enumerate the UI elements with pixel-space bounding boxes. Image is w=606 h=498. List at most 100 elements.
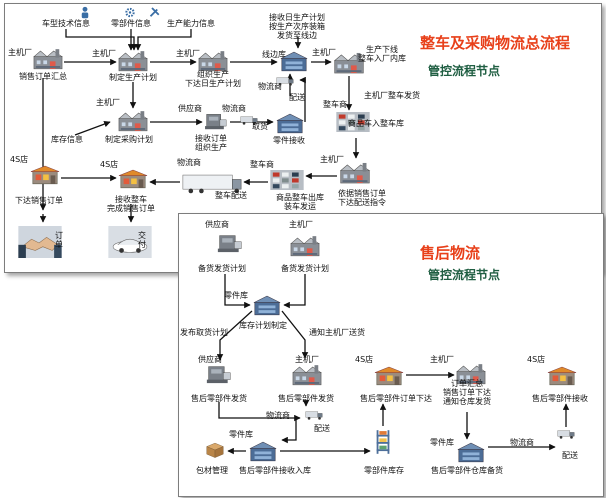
vehicle-handover-icon xyxy=(108,226,152,258)
gear-icon xyxy=(125,7,135,18)
factory-icon-prod-plan xyxy=(118,51,148,72)
panel2-subtitle: 管控流程节点 xyxy=(428,268,501,282)
label-supplier-1: 供应商 xyxy=(178,104,202,113)
dealer-icon-a xyxy=(374,366,404,386)
label-plant-c: 主机厂 xyxy=(430,355,454,364)
car-carrier-truck-icon xyxy=(182,174,242,194)
label-plant-4: 主机厂 xyxy=(312,48,336,57)
label-stock-plan-a: 备货发货计划 xyxy=(198,264,246,273)
label-parts-inventory: 零部件库存 xyxy=(364,466,404,475)
label-dealer-1: 4S店 xyxy=(10,155,29,164)
label-aftersales-ship-b: 售后零部件发货 xyxy=(278,394,334,403)
label-carrier-a: 物流商 xyxy=(266,411,290,420)
label-dealer-b: 4S店 xyxy=(527,355,546,364)
storage-rack-icon xyxy=(376,430,390,454)
label-warehouse-stock: 售后零部件仓库备货 xyxy=(431,466,503,475)
label-inventory-info: 库存信息 xyxy=(51,135,83,144)
label-handover: 交 付 xyxy=(138,231,146,249)
arrow-receipt-up xyxy=(299,76,306,122)
label-capacity-info: 生产能力信息 xyxy=(167,19,215,28)
label-carrier-b: 物流商 xyxy=(510,438,534,447)
vehicle-lot-icon xyxy=(270,170,304,190)
truck-icon-a xyxy=(305,411,323,420)
label-packing: 包材管理 xyxy=(196,466,228,475)
label-order-summary: 订单汇总 销售订单下达 通知仓库发货 xyxy=(443,379,491,406)
factory-icon-dispatch xyxy=(339,162,371,184)
supplier-icon-a xyxy=(217,235,242,253)
label-receive-plan: 接收日生产计划 按生产次序装箱 发货至线边 xyxy=(269,13,325,40)
label-publish-pickup: 发布取货计划 xyxy=(180,328,228,337)
label-carrier-1: 物流商 xyxy=(258,82,282,91)
wrench-icon xyxy=(149,7,160,17)
arrow-stockplan-a-to-store xyxy=(224,274,251,309)
label-stock-plan-b: 备货发货计划 xyxy=(281,264,329,273)
label-plant-dispatch: 主机厂整车发货 xyxy=(364,91,420,100)
arrow-carrier-to-inbound xyxy=(281,420,297,444)
factory-icon-organize xyxy=(198,51,228,72)
label-dealer-a: 4S店 xyxy=(355,355,374,364)
label-vehicle-in: 商品车入整车库 xyxy=(348,119,404,128)
label-vehicle-delivery: 整车配送 xyxy=(215,191,247,200)
label-plant-2: 主机厂 xyxy=(92,49,116,58)
arrow-inventory-to-purchase xyxy=(74,120,111,136)
handshake-customer-icon xyxy=(18,226,62,258)
label-carrier-2: 物流商 xyxy=(222,104,246,113)
arrow-capacity-to-plan xyxy=(134,29,192,51)
label-plant-1: 主机厂 xyxy=(8,48,32,57)
label-delivery-1: 配送 xyxy=(289,93,305,102)
label-inventory-plan: 库存计划制定 xyxy=(239,321,287,330)
label-plant-5: 主机厂 xyxy=(96,98,120,107)
label-per-sales-order: 依据销售订单 下达配送指令 xyxy=(338,189,386,207)
label-part-receipt: 零件接收 xyxy=(273,136,305,145)
label-carrier-3: 物流商 xyxy=(177,158,201,167)
arrow-tech-to-plan xyxy=(65,29,138,51)
arrow-ship-a-to-carrier xyxy=(218,402,301,422)
label-issue-sales-order: 下达销售订单 xyxy=(15,196,63,205)
panel1-subtitle: 管控流程节点 xyxy=(428,64,501,78)
label-make-purchase-plan: 制定采购计划 xyxy=(105,135,153,144)
truck-icon-b xyxy=(557,430,575,439)
supplier-icon-1 xyxy=(205,114,227,130)
label-receive-order: 接收订单 组织生产 xyxy=(195,134,227,152)
label-aftersales-inbound: 售后零部件接收入库 xyxy=(239,466,311,475)
truck-icon-1 xyxy=(276,77,294,86)
label-part-info: 零部件信息 xyxy=(111,19,151,28)
dealer-icon-2 xyxy=(118,169,148,189)
label-vehicle-carrier-1: 整车商 xyxy=(323,100,347,109)
label-supplier-b: 供应商 xyxy=(198,355,222,364)
warehouse-icon-receipt xyxy=(276,113,304,134)
dealer-icon-1 xyxy=(30,165,60,185)
arrow-store-to-plant xyxy=(281,310,309,359)
label-vehicle-out: 商品整车出库 装车发运 xyxy=(276,193,324,211)
warehouse-icon-line-side xyxy=(280,51,308,72)
factory-icon-sales-summary xyxy=(33,49,63,70)
label-notify-plant: 通知主机厂送货 xyxy=(309,328,365,337)
label-delivery-a: 配送 xyxy=(314,424,330,433)
label-plant-a: 主机厂 xyxy=(289,220,313,229)
label-pickup: 取货 xyxy=(252,122,268,131)
arrow-stockplan-b-to-store xyxy=(283,274,306,309)
supplier-icon-b xyxy=(206,366,231,384)
label-organize-prod: 组织生产 下达日生产计划 xyxy=(185,70,241,88)
label-offline-storage: 生产下线 整车入厂内库 xyxy=(358,45,406,63)
warehouse-icon-plan xyxy=(253,295,281,316)
label-sales-summary: 销售订单汇总 xyxy=(19,72,67,81)
label-order: 订 单 xyxy=(55,231,63,249)
engineer-icon xyxy=(81,6,89,19)
dealer-icon-b xyxy=(547,366,577,386)
arrow-store-to-supplier xyxy=(216,310,253,361)
label-aftersales-ship-a: 售后零部件发货 xyxy=(191,394,247,403)
label-line-side: 线边库 xyxy=(262,50,286,59)
factory-icon-a xyxy=(290,236,320,257)
warehouse-icon-inbound xyxy=(249,441,277,462)
label-parts-store-a: 零件库 xyxy=(224,291,248,300)
vehicle-yard-icon xyxy=(336,112,370,132)
label-parts-store-b: 零件库 xyxy=(229,430,253,439)
factory-icon-offline xyxy=(333,52,365,74)
warehouse-icon-stock xyxy=(457,442,485,463)
label-parts-store-c: 零件库 xyxy=(430,438,454,447)
panel-aftersales-logistics xyxy=(178,213,604,497)
